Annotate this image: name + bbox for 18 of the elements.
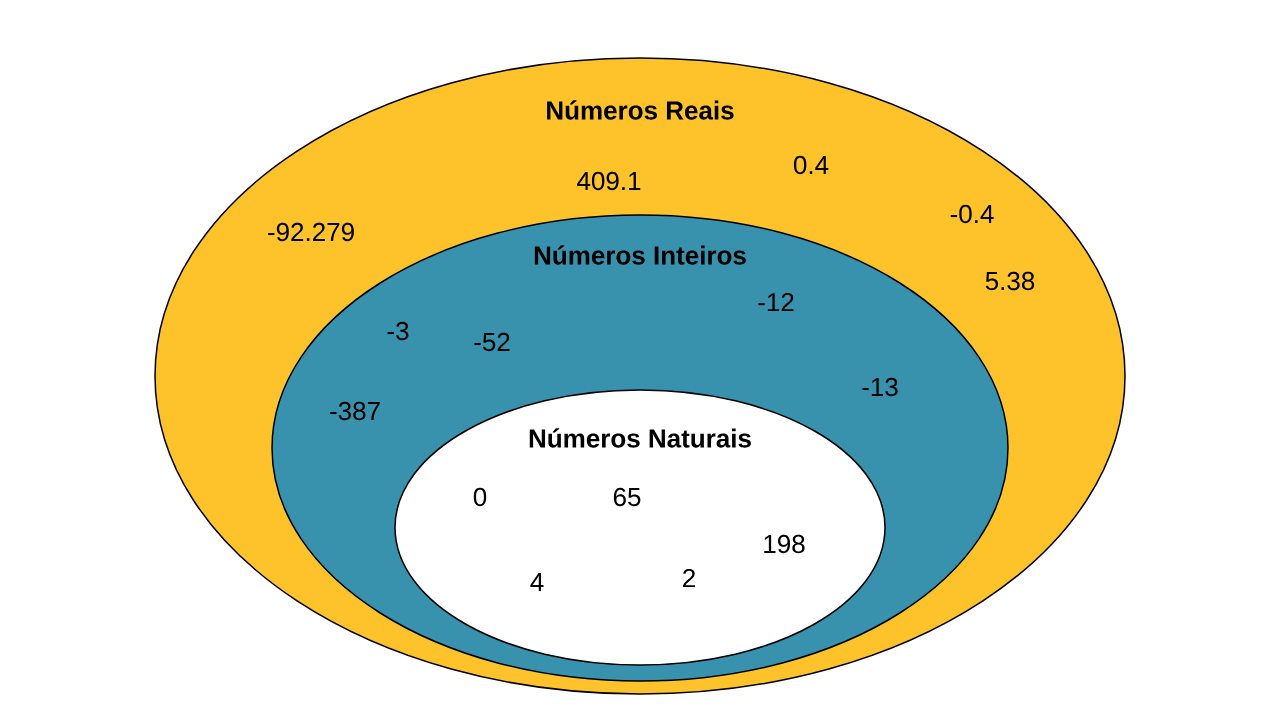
number-label: 2 xyxy=(683,568,695,588)
number-label: 4 xyxy=(530,573,544,591)
number-label: 409.1 xyxy=(577,171,641,191)
number-label: -92.279 xyxy=(268,222,354,242)
number-label: -52 xyxy=(474,332,510,352)
number-label: 0.4 xyxy=(793,155,829,175)
set-title: Números Naturais xyxy=(529,428,751,448)
number-label: -3 xyxy=(387,321,409,341)
number-label: -13 xyxy=(862,377,898,397)
number-label: -387 xyxy=(330,401,380,421)
number-label: 198 xyxy=(764,534,805,554)
set-title: Números Reais xyxy=(547,100,734,120)
number-label: -12 xyxy=(758,292,794,312)
set-title: Números Inteiros xyxy=(534,245,746,265)
number-label: -0.4 xyxy=(950,204,994,224)
number-label: 5.38 xyxy=(985,271,1035,291)
number-label: 0 xyxy=(473,487,487,507)
number-label: 65 xyxy=(613,487,641,507)
